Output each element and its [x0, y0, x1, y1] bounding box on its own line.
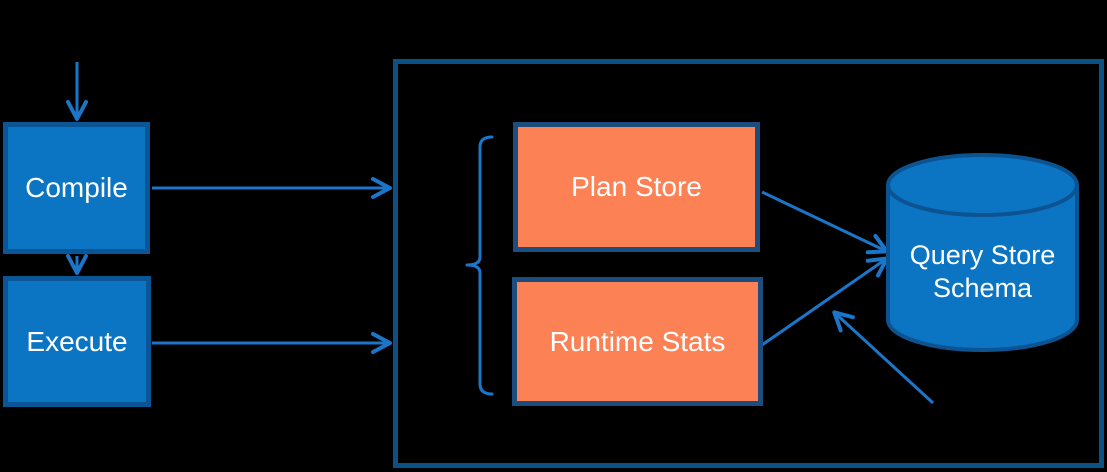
node-runtime-stats: Runtime Stats [512, 277, 763, 406]
node-execute: Execute [3, 276, 151, 407]
node-compile-label: Compile [25, 172, 128, 203]
cylinder-body [886, 185, 1079, 352]
node-query-store-schema-label: Query Store Schema [888, 239, 1077, 305]
node-plan-store: Plan Store [513, 122, 760, 252]
curly-brace-icon [465, 135, 494, 396]
arrow-async-to-schema [832, 310, 935, 405]
arrow-runtime-stats-to-schema [761, 256, 889, 347]
query-store-schema-label-line2: Schema [932, 273, 1033, 303]
database-cylinder-icon [886, 153, 1079, 352]
node-plan-store-label: Plan Store [571, 171, 702, 202]
query-store-schema-label-line1: Query Store [909, 240, 1056, 270]
query-store-container-box [393, 59, 1104, 468]
cylinder-top [886, 153, 1079, 217]
node-runtime-stats-label: Runtime Stats [549, 325, 726, 357]
arrow-plan-store-to-schema [761, 190, 889, 255]
node-execute-label: Execute [26, 325, 128, 357]
node-compile: Compile [3, 122, 150, 254]
